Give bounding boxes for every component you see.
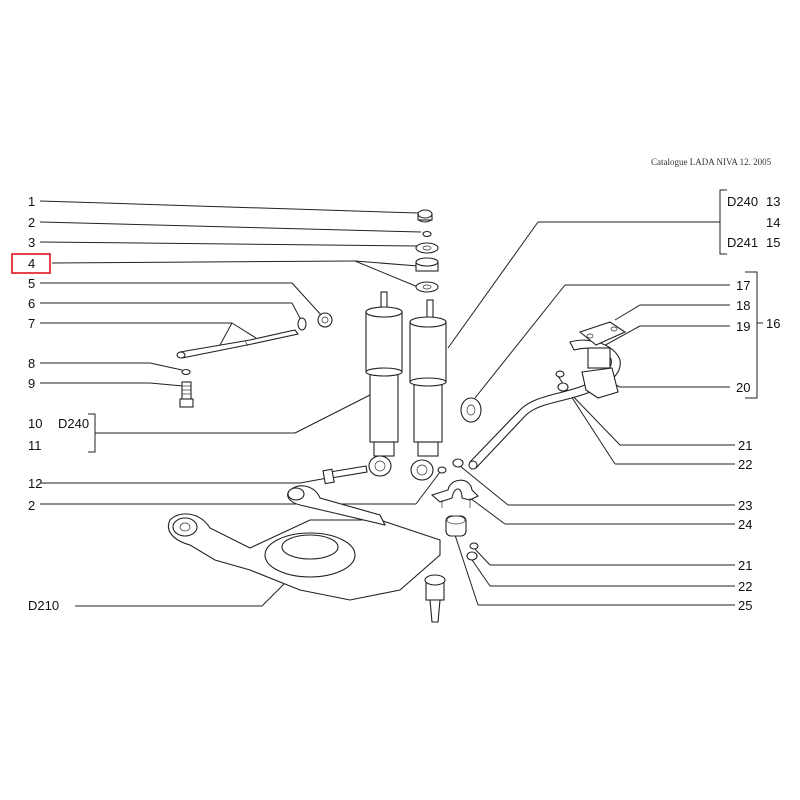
bushing-5-washer-6 <box>297 312 333 331</box>
label-7[interactable]: 7 <box>28 316 35 331</box>
leader-lines <box>39 200 735 607</box>
label-23[interactable]: 23 <box>738 498 752 513</box>
bolt-9-washer-8 <box>179 368 194 408</box>
bracket-24 <box>430 479 479 508</box>
label-2-lower[interactable]: 2 <box>28 498 35 513</box>
label-1[interactable]: 1 <box>28 194 35 209</box>
bolt-12 <box>322 465 368 485</box>
label-4-highlight-box <box>11 253 51 274</box>
label-4[interactable]: 4 <box>28 256 35 271</box>
label-22-lower[interactable]: 22 <box>738 579 752 594</box>
left-labels: 1 2 3 4 5 6 7 8 9 10 11 12 2 D240 D210 <box>28 194 89 613</box>
label-8[interactable]: 8 <box>28 356 35 371</box>
label-11[interactable]: 11 <box>28 438 42 453</box>
ref-d210[interactable]: D210 <box>28 598 59 613</box>
shock-absorber-left <box>365 291 403 477</box>
washer-21-upper <box>555 370 565 378</box>
ref-d241[interactable]: D241 <box>727 235 758 250</box>
clamp-17-20 <box>578 321 627 399</box>
label-15[interactable]: 15 <box>766 235 780 250</box>
right-labels: D240 13 14 D241 15 16 17 18 19 20 21 22 … <box>727 194 780 613</box>
label-9[interactable]: 9 <box>28 376 35 391</box>
label-3[interactable]: 3 <box>28 235 35 250</box>
label-6[interactable]: 6 <box>28 296 35 311</box>
shock-absorber-right <box>409 299 447 481</box>
nut-22-lower <box>466 551 478 561</box>
label-14[interactable]: 14 <box>766 215 780 230</box>
ref-d240-right[interactable]: D240 <box>727 194 758 209</box>
label-12[interactable]: 12 <box>28 476 42 491</box>
nut-22-upper <box>557 382 569 392</box>
label-13[interactable]: 13 <box>766 194 780 209</box>
stabilizer-bushing-13-15 <box>460 397 482 423</box>
strut-rod-7 <box>176 329 299 359</box>
lower-control-arm <box>167 485 446 623</box>
label-10[interactable]: 10 <box>28 416 42 431</box>
label-22[interactable]: 22 <box>738 457 752 472</box>
group-ref-d240[interactable]: D240 <box>58 416 89 431</box>
label-20[interactable]: 20 <box>736 380 750 395</box>
cushion-25 <box>445 515 467 537</box>
label-21[interactable]: 21 <box>738 438 752 453</box>
label-24[interactable]: 24 <box>738 517 752 532</box>
bracket-16 <box>745 271 758 399</box>
label-21-lower[interactable]: 21 <box>738 558 752 573</box>
nut-23 <box>452 458 464 468</box>
catalogue-header: Catalogue LADA NIVA 12. 2005 <box>651 157 772 167</box>
bracket-13-15 <box>719 189 727 255</box>
shock-top-mount-parts <box>415 209 439 293</box>
label-25[interactable]: 25 <box>738 598 752 613</box>
washer-21-lower <box>469 542 479 550</box>
label-5[interactable]: 5 <box>28 276 35 291</box>
label-18[interactable]: 18 <box>736 298 750 313</box>
label-17[interactable]: 17 <box>736 278 750 293</box>
label-16[interactable]: 16 <box>766 316 780 331</box>
washer-2-lower <box>437 466 447 474</box>
label-19[interactable]: 19 <box>736 319 750 334</box>
label-2[interactable]: 2 <box>28 215 35 230</box>
